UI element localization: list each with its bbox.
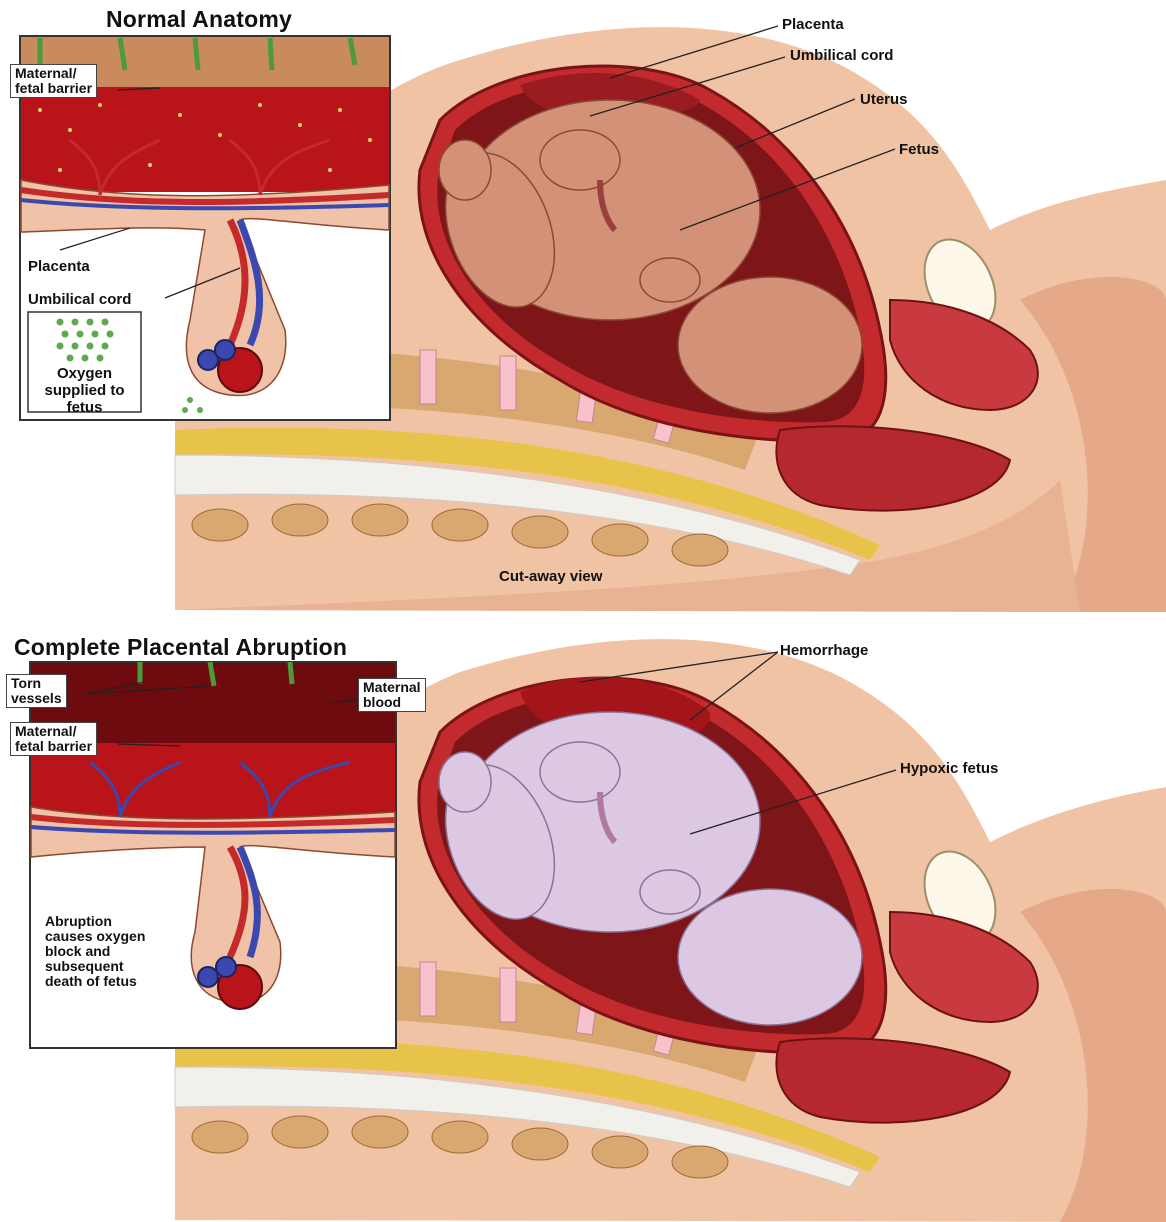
oxygen-supplied-label: Oxygen supplied to fetus — [30, 365, 139, 416]
hypoxic-fetus-label: Hypoxic fetus — [900, 760, 998, 777]
abruption-inset — [30, 662, 396, 1048]
hemorrhage-label: Hemorrhage — [780, 642, 868, 659]
abruption-title: Complete Placental Abruption — [14, 634, 347, 661]
maternal-fetal-barrier-label: Maternal/ fetal barrier — [10, 64, 97, 98]
abruption-panel: Complete Placental Abruption Torn vessel… — [0, 612, 1166, 1222]
abruption-illustration — [0, 612, 1166, 1222]
umbilical-cord-label: Umbilical cord — [790, 47, 893, 64]
cut-away-view-caption: Cut-away view — [499, 568, 602, 585]
normal-anatomy-title: Normal Anatomy — [106, 6, 292, 33]
fetus-label: Fetus — [899, 141, 939, 158]
inset-placenta-label: Placenta — [28, 258, 90, 275]
abruption-barrier-label: Maternal/ fetal barrier — [10, 722, 97, 756]
uterus-label: Uterus — [860, 91, 908, 108]
torn-vessels-label: Torn vessels — [6, 674, 67, 708]
abruption-explanation: Abruption causes oxygen block and subseq… — [45, 914, 145, 989]
placenta-label: Placenta — [782, 16, 844, 33]
maternal-blood-label: Maternal blood — [358, 678, 426, 712]
normal-anatomy-panel: Normal Anatomy Maternal/ fetal barrier P… — [0, 0, 1166, 612]
normal-anatomy-illustration — [0, 0, 1166, 612]
inset-umbilical-cord-label: Umbilical cord — [28, 291, 131, 308]
